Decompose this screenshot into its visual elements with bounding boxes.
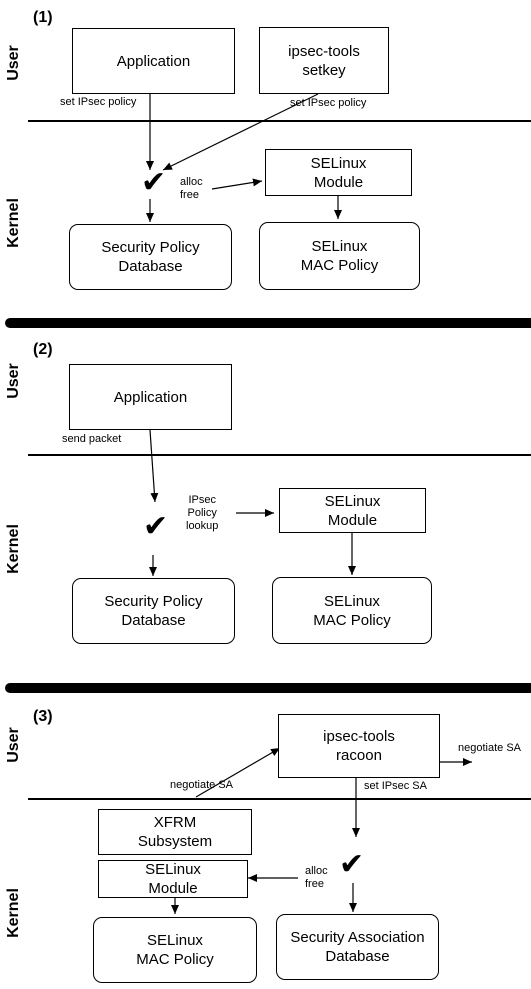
p1-application-box: Application xyxy=(72,28,235,94)
p2-selinux-module-box: SELinux Module xyxy=(279,488,426,533)
p1-set-policy-label-left: set IPsec policy xyxy=(60,96,137,108)
p2-selinux-mac-policy-box: SELinux MAC Policy xyxy=(272,577,432,644)
panel-separator-2 xyxy=(5,683,531,693)
p1-security-policy-database-box: Security Policy Database xyxy=(69,224,232,290)
panel-separator-1 xyxy=(5,318,531,328)
p2-send-packet-label: send packet xyxy=(62,433,122,445)
p2-policy-hook-icon: ✔ xyxy=(143,510,169,543)
panel-3-user-kernel-divider xyxy=(28,798,531,800)
panel-2-user-kernel-divider xyxy=(28,454,531,456)
p1-arrow-setkey-to-hook xyxy=(162,93,319,171)
p1-policy-hook-icon: ✔ xyxy=(141,166,167,199)
p1-alloc-free-label: alloc free xyxy=(180,176,203,201)
p2-arrow-app-to-hook xyxy=(149,429,159,503)
p3-selinux-mac-policy-box: SELinux MAC Policy xyxy=(93,917,257,983)
p3-arrow-xfrm-to-racoon xyxy=(195,747,281,798)
p3-ipsec-tools-racoon-box: ipsec-tools racoon xyxy=(278,714,440,778)
panel-1-user-kernel-divider xyxy=(28,120,531,122)
p3-alloc-free-label: alloc free xyxy=(305,865,328,890)
panel-1-kernel-label: Kernel xyxy=(5,198,22,248)
p3-selinux-module-box: SELinux Module xyxy=(98,860,248,898)
p3-security-association-database-box: Security Association Database xyxy=(276,914,439,980)
p1-selinux-mac-policy-box: SELinux MAC Policy xyxy=(259,222,420,290)
panel-2-kernel-label: Kernel xyxy=(5,524,22,574)
panel-2-number: (2) xyxy=(33,341,53,358)
p3-xfrm-subsystem-box: XFRM Subsystem xyxy=(98,809,252,855)
p1-selinux-module-box: SELinux Module xyxy=(265,149,412,196)
p3-negotiate-sa-label-left: negotiate SA xyxy=(170,779,233,791)
p1-arrow-hook-to-selinux xyxy=(211,178,263,190)
panel-1-user-label: User xyxy=(5,45,22,81)
panel-3-number: (3) xyxy=(33,708,53,725)
panel-2-user-label: User xyxy=(5,363,22,399)
panel-3-user-label: User xyxy=(5,727,22,763)
p3-set-ipsec-sa-label: set IPsec SA xyxy=(364,780,427,792)
p2-security-policy-database-box: Security Policy Database xyxy=(72,578,235,644)
panel-1-number: (1) xyxy=(33,9,53,26)
p1-set-policy-label-right: set IPsec policy xyxy=(290,97,367,109)
p3-sa-hook-icon: ✔ xyxy=(339,848,365,881)
p2-policy-lookup-label: IPsec Policy lookup xyxy=(186,494,219,532)
p2-application-box: Application xyxy=(69,364,232,430)
panel-3-kernel-label: Kernel xyxy=(5,888,22,938)
p3-negotiate-sa-label-right: negotiate SA xyxy=(458,742,521,754)
p1-ipsec-tools-setkey-box: ipsec-tools setkey xyxy=(259,27,389,94)
